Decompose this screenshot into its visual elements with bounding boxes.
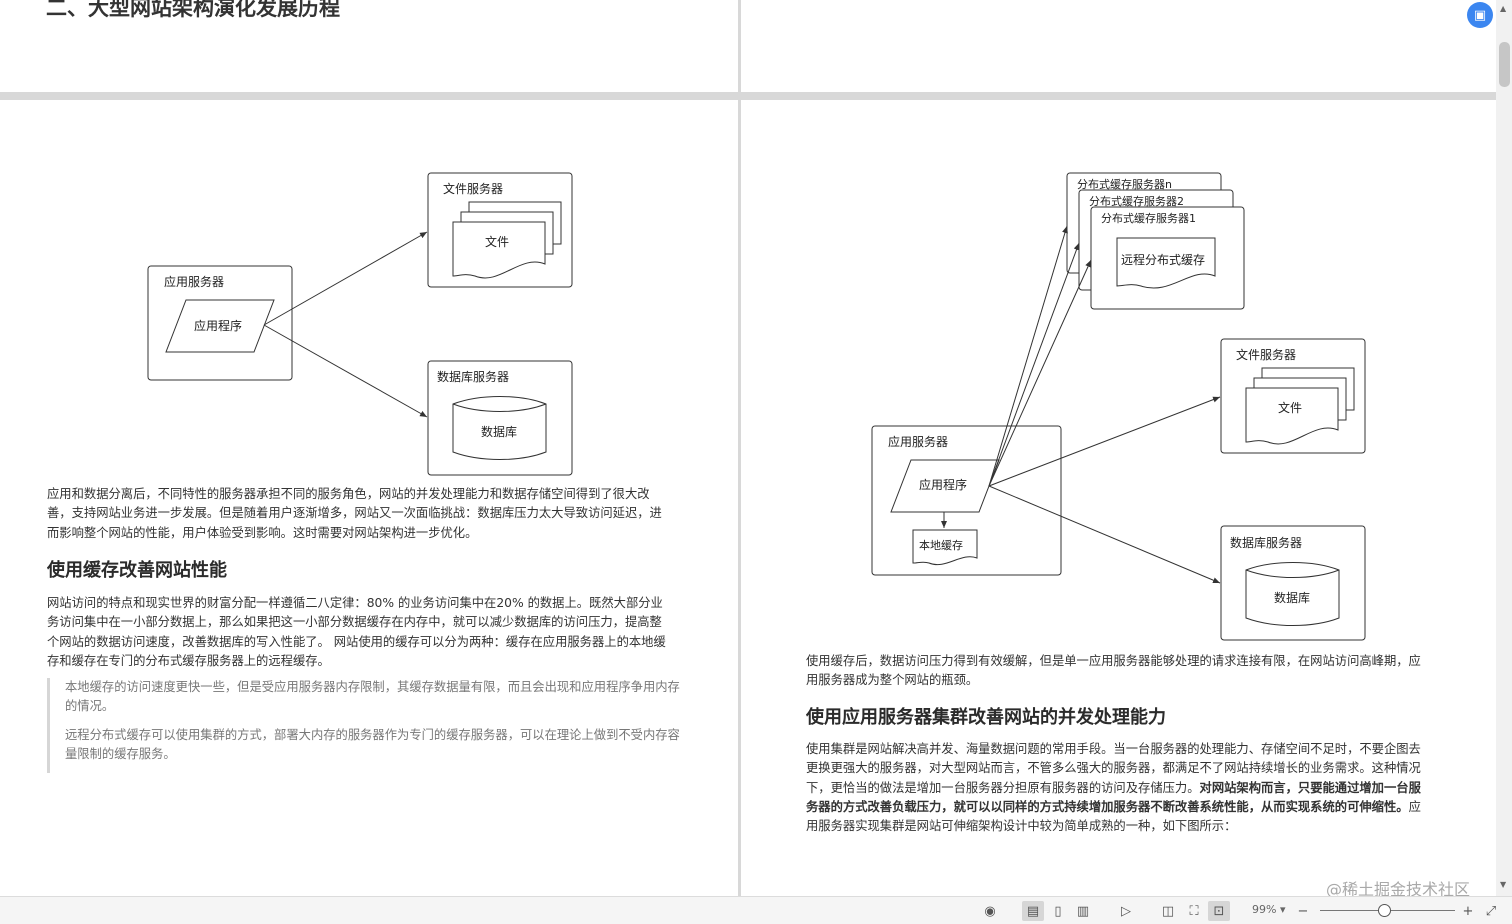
fullscreen-mode-button[interactable]: ⊡	[1208, 901, 1230, 921]
right-paragraph-1: 使用缓存后，数据访问压力得到有效缓解，但是单一应用服务器能够处理的请求连接有限，…	[806, 654, 1421, 688]
zoom-slider-knob[interactable]	[1378, 904, 1391, 917]
right-file-server-node: 文件服务器 文件	[1220, 338, 1366, 454]
arrow-app-to-cache-2	[988, 242, 1080, 487]
fit-width-icon: ◫	[1161, 903, 1175, 919]
right-paragraph-2-b: 应用服务器实现集群是网站可伸缩架构设计中较为简单成熟的一种，如下图所示：	[806, 799, 1421, 834]
file-label: 文件	[485, 234, 509, 249]
expand-icon: ⤢	[1485, 903, 1497, 919]
quote-paragraph-2: 远程分布式缓存可以使用集群的方式，部署大内存的服务器作为专门的缓存服务器，可以在…	[65, 727, 680, 761]
db-label: 数据库	[481, 424, 517, 439]
right-heading: 使用应用服务器集群改善网站的并发处理能力	[806, 707, 1166, 728]
page-top-right	[741, 0, 1496, 92]
right-paragraph-2: 使用集群是网站解决高并发、海量数据问题的常用手段。当一台服务器的处理能力、存储空…	[806, 740, 1433, 836]
expand-button[interactable]: ⤢	[1480, 901, 1502, 921]
remote-cache-label: 远程分布式缓存	[1121, 252, 1205, 267]
floating-tool-icon: ▣	[1473, 7, 1487, 23]
left-paragraph-2: 网站访问的特点和现实世界的财富分配一样遵循二八定律：80% 的业务访问集中在20…	[47, 596, 666, 668]
section-title: 二、大型网站架构演化发展历程	[46, 0, 340, 20]
app-server-node: 应用服务器 应用程序	[147, 265, 293, 381]
left-paragraph-1: 应用和数据分离后，不同特性的服务器承担不同的服务角色，网站的并发处理能力和数据存…	[47, 487, 662, 540]
fit-width-button[interactable]: ◫	[1157, 901, 1179, 921]
right-db-label: 数据库	[1274, 590, 1310, 605]
cache-2-label: 分布式缓存服务器2	[1089, 194, 1184, 208]
right-app-server-node: 应用服务器 应用程序 本地缓存	[871, 425, 1062, 576]
file-server-node: 文件服务器 文件	[427, 172, 573, 288]
arrow-app-to-file	[988, 396, 1221, 487]
page-gap	[0, 92, 1496, 100]
db-server-node: 数据库服务器 数据库	[427, 360, 573, 476]
cache-cluster-node: 分布式缓存服务器n 分布式缓存服务器2 分布式缓存服务器1 远程分布式缓存	[1066, 172, 1245, 310]
right-file-label: 文件	[1278, 400, 1302, 415]
left-heading: 使用缓存改善网站性能	[47, 560, 227, 581]
file-server-label: 文件服务器	[443, 181, 503, 196]
scroll-up-icon[interactable]: ▲	[1500, 4, 1507, 13]
arrow-app-to-cache-n	[988, 225, 1068, 487]
zoom-value: 99%	[1252, 903, 1277, 916]
cache-n-label: 分布式缓存服务器n	[1077, 177, 1172, 191]
zoom-level[interactable]: 99% ▾	[1252, 903, 1286, 916]
fit-page-icon: ⛶	[1189, 903, 1199, 919]
scrollbar-thumb[interactable]	[1499, 42, 1510, 87]
app-label: 应用程序	[194, 318, 242, 333]
single-page-icon: ▤	[1026, 903, 1040, 919]
vertical-scrollbar[interactable]	[1496, 0, 1512, 896]
local-cache-label: 本地缓存	[919, 538, 963, 552]
zoom-in-icon: +	[1462, 903, 1474, 919]
blockquote: 本地缓存的访问速度更快一些，但是受应用服务器内存限制，其缓存数据量有限，而且会出…	[47, 678, 685, 774]
page-left	[0, 100, 738, 896]
play-button[interactable]: ▷	[1115, 901, 1137, 921]
quote-paragraph-1: 本地缓存的访问速度更快一些，但是受应用服务器内存限制，其缓存数据量有限，而且会出…	[65, 680, 680, 714]
document-icon: ▯	[1054, 903, 1062, 919]
eye-icon: ◉	[984, 903, 996, 919]
two-page-view-button[interactable]: ▥	[1072, 901, 1094, 921]
right-app-label: 应用程序	[919, 477, 967, 492]
two-page-icon: ▥	[1076, 903, 1090, 919]
watermark: @稀土掘金技术社区	[1326, 880, 1471, 899]
arrow-app-to-db	[263, 324, 428, 418]
right-paragraph-2-a: 使用集群是网站解决高并发、海量数据问题的常用手段。当一台服务器的处理能力、存储空…	[806, 742, 1421, 795]
fit-page-button[interactable]: ⛶	[1183, 901, 1205, 921]
right-file-server-label: 文件服务器	[1236, 347, 1296, 362]
arrow-app-to-file	[263, 231, 428, 326]
document-view-button[interactable]: ▯	[1047, 901, 1069, 921]
eye-protection-button[interactable]: ◉	[979, 901, 1001, 921]
fullscreen-mode-icon: ⊡	[1213, 903, 1225, 919]
zoom-out-button[interactable]: −	[1292, 901, 1314, 921]
status-bar: ◉ ▤ ▯ ▥ ▷ ◫ ⛶ ⊡ 99% ▾ − + ⤢	[0, 896, 1512, 924]
scroll-down-icon[interactable]: ▼	[1500, 880, 1507, 889]
right-app-server-label: 应用服务器	[888, 434, 948, 449]
cache-1-label: 分布式缓存服务器1	[1101, 211, 1196, 225]
left-architecture-diagram: 文件服务器 文件 应用服务器 应用程序 数据库服务器 数据库	[147, 172, 573, 476]
arrow-app-to-db	[988, 485, 1221, 584]
page-top-left: 二、大型网站架构演化发展历程	[0, 0, 738, 92]
zoom-in-button[interactable]: +	[1457, 901, 1479, 921]
right-db-server-label: 数据库服务器	[1230, 535, 1302, 550]
play-icon: ▷	[1121, 903, 1131, 919]
floating-tool-button[interactable]: ▣	[1467, 2, 1493, 28]
app-server-label: 应用服务器	[164, 274, 224, 289]
single-page-view-button[interactable]: ▤	[1022, 901, 1044, 921]
right-paragraph-2-bold: 对网站架构而言，只要能通过增加一台服务器的方式改善负载压力，就可以以同样的方式持…	[806, 780, 1421, 814]
page-divider	[738, 0, 741, 896]
arrow-app-to-cache-1	[988, 259, 1092, 487]
right-db-server-node: 数据库服务器 数据库	[1220, 525, 1366, 641]
right-architecture-diagram: 分布式缓存服务器n 分布式缓存服务器2 分布式缓存服务器1 远程分布式缓存 文件…	[871, 172, 1366, 641]
zoom-out-icon: −	[1297, 903, 1309, 919]
db-server-label: 数据库服务器	[437, 369, 509, 384]
